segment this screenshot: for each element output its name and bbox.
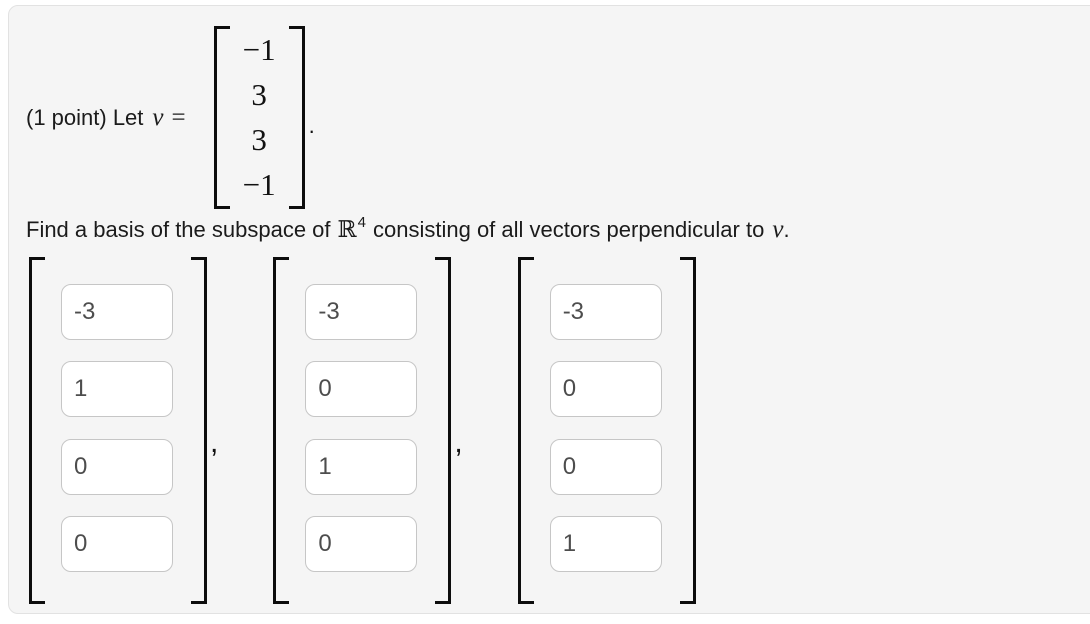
- vec1-entry3-input[interactable]: [61, 438, 173, 495]
- matrix-entry: −1: [242, 32, 276, 68]
- basis-vector-1-entries: [45, 257, 191, 604]
- vec3-entry1-input[interactable]: [549, 284, 662, 340]
- basis-vector-2-entries: [289, 257, 435, 604]
- vec1-entry1-input[interactable]: [61, 284, 173, 340]
- points-and-let-text: (1 point) Let: [26, 104, 144, 130]
- basis-vector-2: [273, 257, 452, 604]
- vec3-entry2-input[interactable]: [549, 361, 662, 418]
- question-part2: consisting of all vectors perpendicular …: [373, 217, 765, 242]
- right-bracket: [191, 257, 207, 604]
- left-bracket: [29, 257, 45, 604]
- vec2-entry3-input[interactable]: [305, 438, 418, 495]
- equals-sign: =: [171, 103, 186, 131]
- question-part1: Find a basis of the subspace of: [26, 217, 331, 242]
- vec3-entry3-input[interactable]: [549, 438, 662, 495]
- matrix-entry: 3: [251, 77, 267, 113]
- right-bracket: [288, 26, 305, 209]
- reals-symbol: ℝ: [337, 217, 357, 243]
- sentence-period: .: [308, 112, 315, 138]
- vector-v-matrix: −1 3 3 −1: [213, 26, 305, 209]
- vec3-entry4-input[interactable]: [549, 515, 662, 572]
- reals-exponent: 4: [357, 214, 366, 231]
- matrix-entry: 3: [251, 121, 267, 157]
- vector-separator-comma: ,: [210, 425, 219, 459]
- answer-area: , ,: [29, 257, 1090, 604]
- vector-v-symbol: v: [152, 103, 164, 131]
- question-period: .: [783, 217, 790, 242]
- vec2-entry1-input[interactable]: [305, 284, 418, 340]
- vec2-entry4-input[interactable]: [305, 515, 418, 572]
- vec1-entry4-input[interactable]: [61, 515, 173, 572]
- vec2-entry2-input[interactable]: [305, 361, 418, 418]
- right-bracket: [435, 257, 452, 604]
- vec1-entry2-input[interactable]: [61, 361, 173, 418]
- vector-v-entries: −1 3 3 −1: [230, 26, 289, 209]
- basis-vector-3-entries: [534, 257, 680, 604]
- basis-vector-1: [29, 257, 207, 604]
- left-bracket: [517, 257, 534, 604]
- right-bracket: [679, 257, 696, 604]
- vector-separator-comma: ,: [454, 425, 463, 459]
- problem-statement: (1 point) Let v = −1 3 3 −1 .: [26, 26, 1090, 209]
- vector-v-symbol-inline: v: [772, 216, 784, 243]
- problem-panel: (1 point) Let v = −1 3 3 −1 . Find a bas…: [8, 5, 1090, 614]
- matrix-entry: −1: [242, 166, 276, 202]
- left-bracket: [273, 257, 290, 604]
- left-bracket: [213, 26, 230, 209]
- basis-vector-3: [517, 257, 696, 604]
